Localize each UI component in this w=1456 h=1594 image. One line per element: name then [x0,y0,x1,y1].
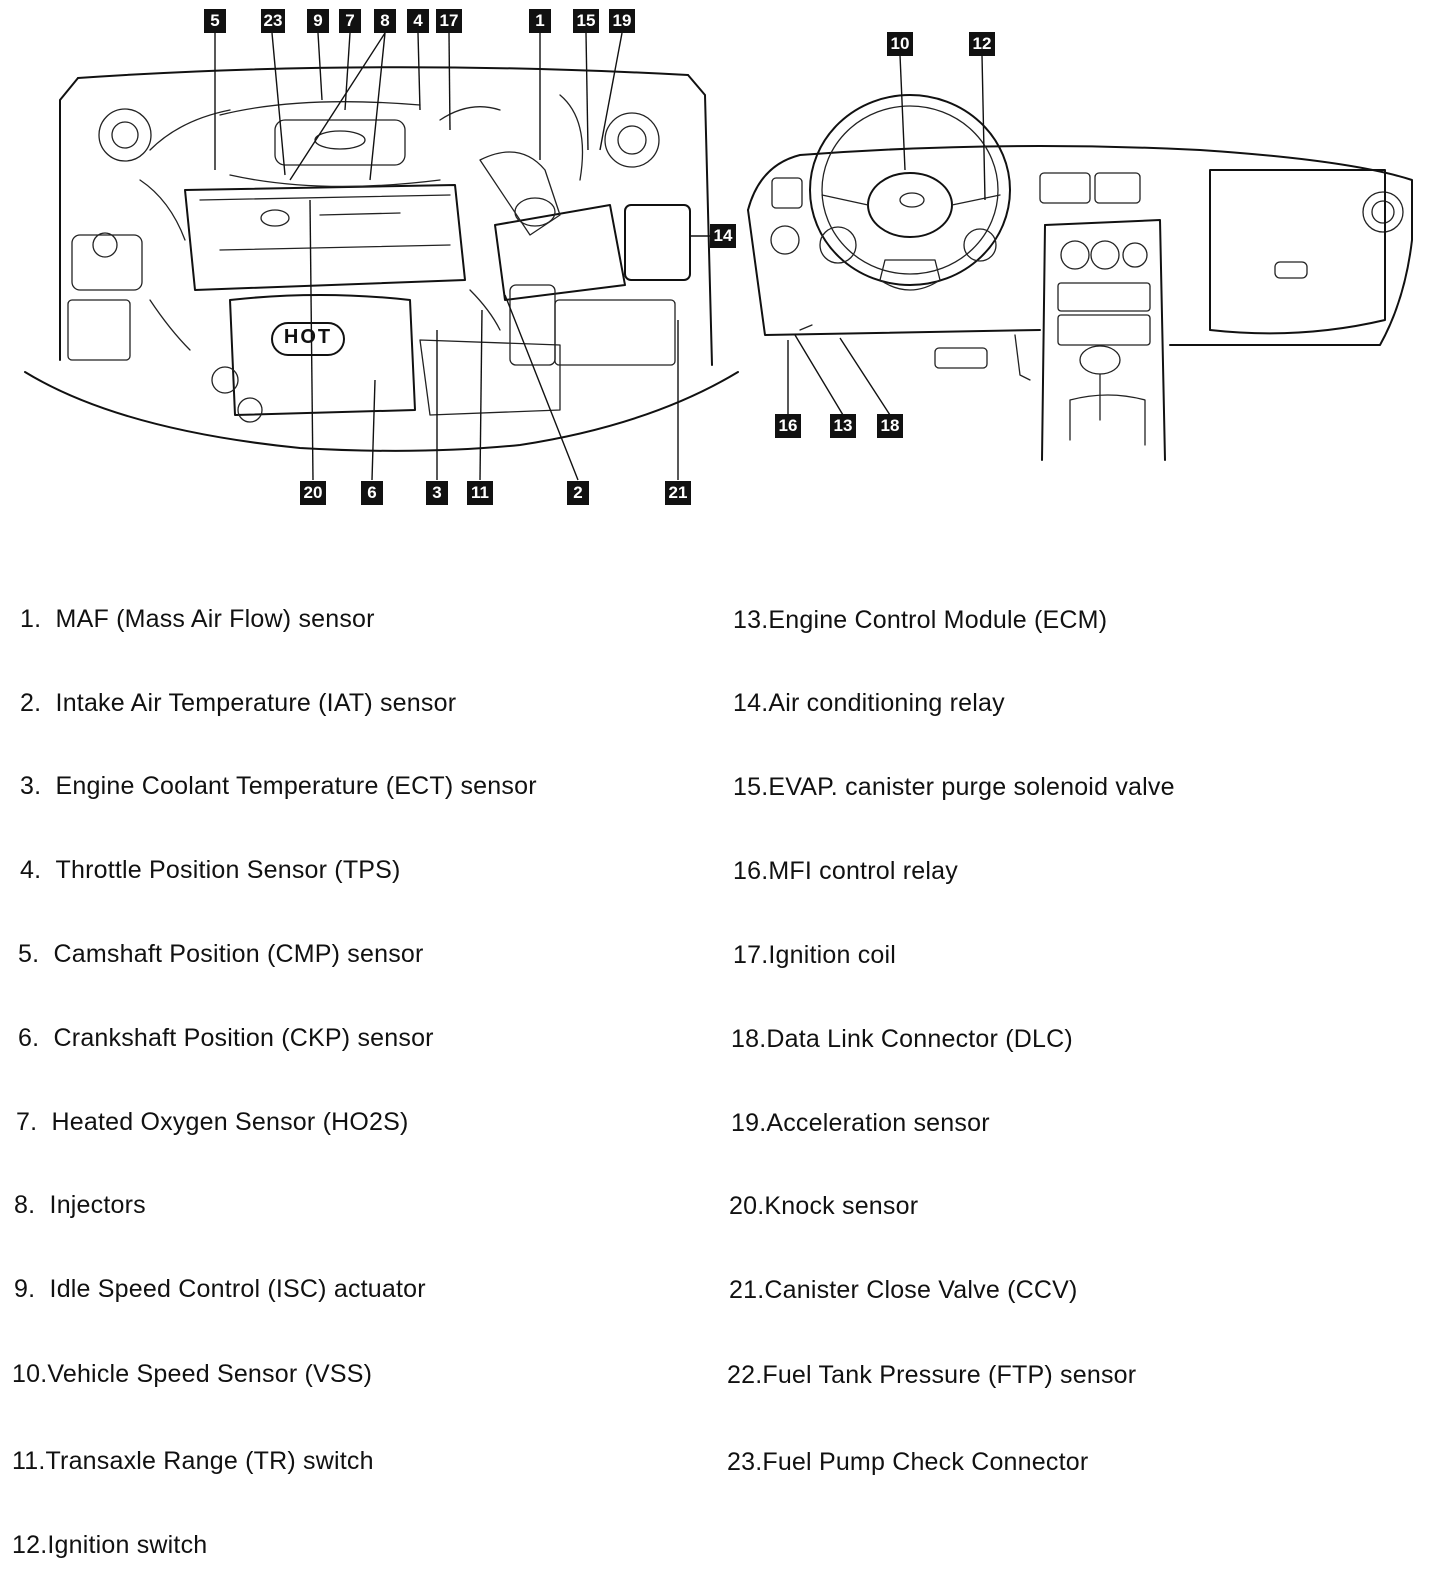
callout-23: 23 [261,9,285,33]
dashboard-leader-lines [787,54,986,416]
callout-17: 17 [436,9,462,33]
legend-item: 10.Vehicle Speed Sensor (VSS) [12,1360,373,1388]
legend-item: 11.Transaxle Range (TR) switch [12,1447,374,1475]
callout-11: 11 [467,481,493,505]
callout-3: 3 [426,481,448,505]
callout-20: 20 [300,481,326,505]
legend-item: 23.Fuel Pump Check Connector [727,1448,1089,1476]
legend-item: 1. MAF (Mass Air Flow) sensor [20,605,375,633]
callout-14: 14 [710,224,736,248]
legend-item: 13.Engine Control Module (ECM) [733,606,1108,634]
callout-13: 13 [830,414,856,438]
callout-10: 10 [887,32,913,56]
legend-item: 8. Injectors [14,1191,146,1219]
callout-18: 18 [877,414,903,438]
callout-21: 21 [665,481,691,505]
component-location-diagram: 5 23 9 7 8 4 17 1 15 19 14 20 6 3 11 2 2… [0,0,1456,530]
dashboard-drawing [747,94,1413,461]
callout-5: 5 [204,9,226,33]
legend-item: 19.Acceleration sensor [731,1109,990,1137]
legend-item: 18.Data Link Connector (DLC) [731,1025,1073,1053]
legend-item: 14.Air conditioning relay [733,689,1005,717]
legend-item: 5. Camshaft Position (CMP) sensor [18,940,424,968]
callout-7: 7 [339,9,361,33]
legend-item: 22.Fuel Tank Pressure (FTP) sensor [727,1361,1137,1389]
legend-item: 2. Intake Air Temperature (IAT) sensor [20,689,457,717]
diagram-artwork [24,32,1413,481]
callout-15: 15 [573,9,599,33]
callout-16: 16 [775,414,801,438]
legend-item: 20.Knock sensor [729,1192,919,1220]
legend-item: 6. Crankshaft Position (CKP) sensor [18,1024,434,1052]
legend-item: 15.EVAP. canister purge solenoid valve [733,773,1175,801]
legend-item: 7. Heated Oxygen Sensor (HO2S) [16,1108,409,1136]
legend-item: 21.Canister Close Valve (CCV) [729,1276,1078,1304]
callout-2: 2 [567,481,589,505]
legend-item: 12.Ignition switch [12,1531,208,1559]
legend-item: 16.MFI control relay [733,857,958,885]
callout-12: 12 [969,32,995,56]
engine-cover-hot-label: HOT [283,326,333,348]
callout-4: 4 [407,9,429,33]
callout-19: 19 [609,9,635,33]
callout-8: 8 [374,9,396,33]
callout-1: 1 [529,9,551,33]
legend-item: 9. Idle Speed Control (ISC) actuator [14,1275,426,1303]
engine-leader-lines [214,32,710,481]
callout-9: 9 [307,9,329,33]
legend-item: 4. Throttle Position Sensor (TPS) [20,856,401,884]
engine-bay-drawing [24,66,739,452]
callout-6: 6 [361,481,383,505]
legend-item: 17.Ignition coil [733,941,897,969]
legend-item: 3. Engine Coolant Temperature (ECT) sens… [20,772,537,800]
